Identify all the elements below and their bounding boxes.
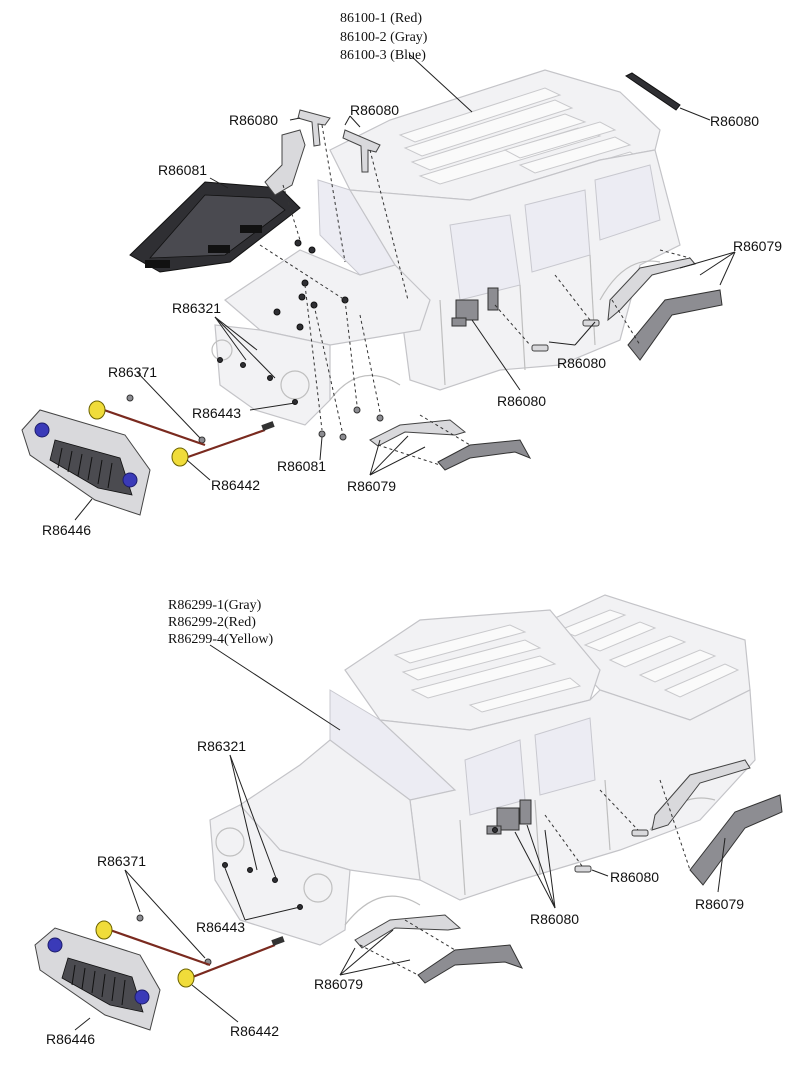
top-label-lower-screws: R86081 (277, 458, 326, 474)
bottom-label-lights: R86442 (230, 1023, 279, 1039)
bottom-bed-slats (558, 609, 740, 698)
bottom-label-side-mirror: R86080 (530, 911, 579, 927)
top-label-grille-screws: R86443 (192, 405, 241, 421)
top-snorkel (264, 129, 306, 196)
top-hood-scoop (129, 181, 301, 273)
bottom-label-light-cups: R86371 (97, 853, 146, 869)
top-label-hinges: R86080 (557, 355, 606, 371)
top-label-mirror-stalk: R86080 (350, 102, 399, 118)
top-mirror-stalks (297, 109, 381, 173)
bottom-diagram: R86299-1(Gray) R86299-2(Red) R86299-4(Ye… (34, 594, 783, 1047)
top-label-lights: R86442 (211, 477, 260, 493)
top-leader-lines (74, 54, 736, 521)
top-label-light-cups: R86371 (108, 364, 157, 380)
bottom-grille-left-eye (47, 937, 63, 953)
top-jeep-body (211, 69, 681, 426)
bottom-front-flares (354, 914, 524, 984)
bottom-body-color-2: R86299-2(Red) (168, 615, 256, 630)
top-dashed-lines (259, 124, 691, 466)
top-body-color-2: 86100-2 (Gray) (340, 30, 428, 45)
top-label-front-flares: R86079 (347, 478, 396, 494)
top-lights (88, 400, 275, 467)
bottom-dashed-lines (359, 779, 691, 976)
bottom-leader-lines (74, 644, 726, 1031)
top-label-snorkel: R86080 (229, 112, 278, 128)
top-front-flares (369, 419, 532, 471)
top-grille-right-eye (122, 472, 138, 488)
top-grille-left-eye (34, 422, 50, 438)
top-label-hood-scoop: R86081 (158, 162, 207, 178)
bottom-pickup-body (209, 594, 756, 946)
top-antenna (625, 72, 681, 111)
top-hinges (531, 319, 600, 352)
top-label-grille: R86446 (42, 522, 91, 538)
top-body-color-3: 86100-3 (Blue) (340, 48, 426, 63)
top-body-color-list: 86100-1 (Red) 86100-2 (Gray) 86100-3 (Bl… (340, 11, 428, 63)
bottom-rear-flares (651, 759, 783, 886)
bottom-roof-slats (393, 624, 582, 713)
top-side-mirror (451, 287, 499, 327)
top-body-color-1: 86100-1 (Red) (340, 11, 422, 26)
bottom-grille (34, 927, 161, 1031)
bottom-label-grille-screws: R86443 (196, 919, 245, 935)
top-label-side-mirror: R86080 (497, 393, 546, 409)
bottom-grille-right-eye (134, 989, 150, 1005)
bottom-hinges (574, 829, 649, 873)
top-small-fasteners (126, 239, 384, 444)
bottom-label-rear-flares: R86079 (695, 896, 744, 912)
top-label-antenna: R86080 (710, 113, 759, 129)
top-diagram: 86100-1 (Red) 86100-2 (Gray) 86100-3 (Bl… (21, 11, 782, 538)
bottom-body-color-1: R86299-1(Gray) (168, 598, 262, 613)
bottom-label-grille: R86446 (46, 1031, 95, 1047)
top-label-hood-bolts: R86321 (172, 300, 221, 316)
top-label-rear-flares: R86079 (733, 238, 782, 254)
bottom-lights (95, 920, 285, 988)
bottom-label-hinges: R86080 (610, 869, 659, 885)
bottom-label-front-flares: R86079 (314, 976, 363, 992)
top-grille (21, 409, 151, 516)
bottom-body-color-3: R86299-4(Yellow) (168, 632, 273, 647)
bottom-label-hood-bolts: R86321 (197, 738, 246, 754)
bottom-body-color-list: R86299-1(Gray) R86299-2(Red) R86299-4(Ye… (168, 598, 273, 647)
top-rear-flares (607, 257, 723, 361)
